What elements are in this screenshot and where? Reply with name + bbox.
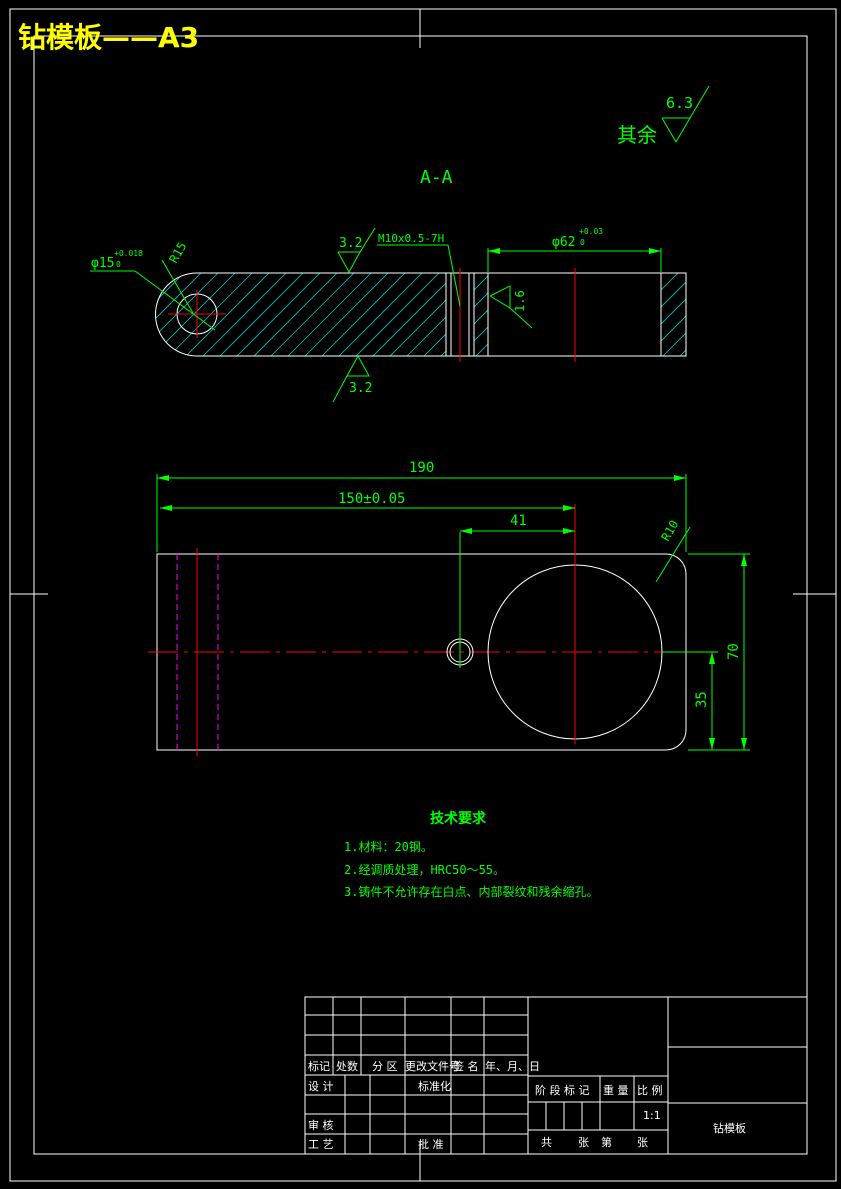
hatch-line: [661, 315, 686, 342]
hatch-line: [440, 273, 446, 356]
section-label: A-A: [420, 167, 453, 188]
plan-outline: [156, 553, 687, 751]
tech-item-1: 1.材料：20钢。: [344, 840, 433, 854]
hatch-line: [338, 273, 423, 356]
bore-dim: φ62: [552, 235, 575, 250]
roughness-other-label: 其余: [617, 123, 657, 147]
svg-text:标准化: 标准化: [418, 1079, 451, 1093]
radius-dim: R15: [166, 240, 189, 266]
svg-text:审 核: 审 核: [308, 1118, 334, 1132]
svg-text:阶 段 标 记: 阶 段 标 记: [535, 1083, 590, 1097]
hole-dim: φ15: [91, 256, 114, 271]
hatch-line: [321, 273, 406, 356]
inner-frame: [33, 35, 808, 1155]
svg-text:年、月、日: 年、月、日: [485, 1059, 540, 1073]
title-block: 标记 处数 分 区 更改文件号 签 名 年、月、日 设 计 标准化 阶 段 标 …: [304, 996, 808, 1155]
roughness-other-value: 6.3: [666, 94, 693, 112]
roughness-bottom: 3.2: [349, 381, 372, 396]
half-width-dim: 35: [694, 691, 710, 708]
hatch-line: [155, 273, 185, 356]
tech-item-3: 3.铸件不允许存在白点、内部裂纹和残余缩孔。: [344, 884, 598, 899]
hatch-line: [253, 273, 338, 356]
hatch-line: [202, 273, 287, 356]
corner-radius-dim: R10: [658, 518, 681, 544]
hatch-line: [661, 281, 686, 308]
roughness-other-symbol: [661, 117, 691, 143]
section-outline: [155, 272, 687, 357]
section-view: φ15 +0.018 0 R15 3.2 M10x0.5-7H φ62 +0.0…: [67, 227, 687, 403]
hatch-line: [661, 298, 686, 325]
scale-value: 1:1: [643, 1109, 661, 1122]
svg-text:重 量: 重 量: [603, 1083, 629, 1097]
hatch-line: [185, 273, 270, 356]
svg-text:比 例: 比 例: [637, 1083, 663, 1097]
thread-dim: M10x0.5-7H: [378, 232, 444, 245]
svg-text:签 名: 签 名: [453, 1059, 479, 1073]
outer-frame: [9, 8, 837, 1182]
svg-text:0: 0: [116, 260, 121, 269]
hatch-line: [236, 273, 321, 356]
tech-item-2: 2.经调质处理，HRC50～55。: [344, 863, 505, 877]
overall-length-dim: 190: [409, 460, 434, 476]
svg-text:设 计: 设 计: [308, 1080, 334, 1093]
small-hole-offset-dim: 41: [510, 513, 527, 529]
svg-text:+0.018: +0.018: [114, 249, 143, 258]
hatch-line: [355, 273, 440, 356]
hatch-line: [406, 273, 446, 356]
svg-text:+0.03: +0.03: [579, 227, 603, 236]
hatch-line: [219, 273, 304, 356]
hatch-line: [679, 349, 686, 356]
svg-text:工 艺: 工 艺: [308, 1138, 334, 1151]
hatch-line: [270, 273, 355, 356]
tech-requirements: 技术要求 1.材料：20钢。 2.经调质处理，HRC50～55。 3.铸件不允许…: [344, 810, 598, 899]
width-dim: 70: [726, 643, 742, 660]
svg-text:0: 0: [580, 238, 585, 247]
part-name: 钻模板: [713, 1121, 746, 1135]
hatch-line: [389, 273, 446, 356]
hatch-line: [287, 273, 372, 356]
sheet-title: 钻模板——A3: [18, 21, 199, 54]
hatch-line: [155, 273, 202, 356]
tech-heading: 技术要求: [430, 810, 487, 827]
plan-view: 190 150±0.05 41 R10 70 35: [148, 460, 750, 756]
svg-text:张: 张: [578, 1136, 589, 1149]
svg-text:张: 张: [637, 1136, 648, 1149]
hatch-line: [474, 275, 488, 291]
hatch-line: [423, 273, 446, 356]
hole-spacing-dim: 150±0.05: [338, 491, 405, 507]
svg-text:共: 共: [541, 1136, 552, 1149]
hatch-line: [474, 292, 488, 308]
hatch-line: [67, 273, 150, 356]
hatch-line: [474, 273, 475, 274]
svg-text:批 准: 批 准: [418, 1137, 444, 1151]
hatch-line: [662, 332, 686, 356]
roughness-top: 3.2: [339, 236, 362, 251]
svg-text:更改文件号: 更改文件号: [405, 1059, 460, 1073]
hatch-line: [304, 273, 389, 356]
hatch-line: [661, 273, 662, 274]
svg-text:处数: 处数: [336, 1060, 358, 1073]
hatch-line: [372, 273, 446, 356]
svg-text:分 区: 分 区: [372, 1060, 398, 1073]
hatch-line: [661, 273, 679, 291]
svg-text:第: 第: [601, 1135, 612, 1149]
hatch-line: [474, 326, 488, 342]
roughness-bore: 1.6: [513, 290, 527, 312]
svg-text:标记: 标记: [308, 1059, 330, 1073]
hatch-line: [474, 309, 488, 325]
